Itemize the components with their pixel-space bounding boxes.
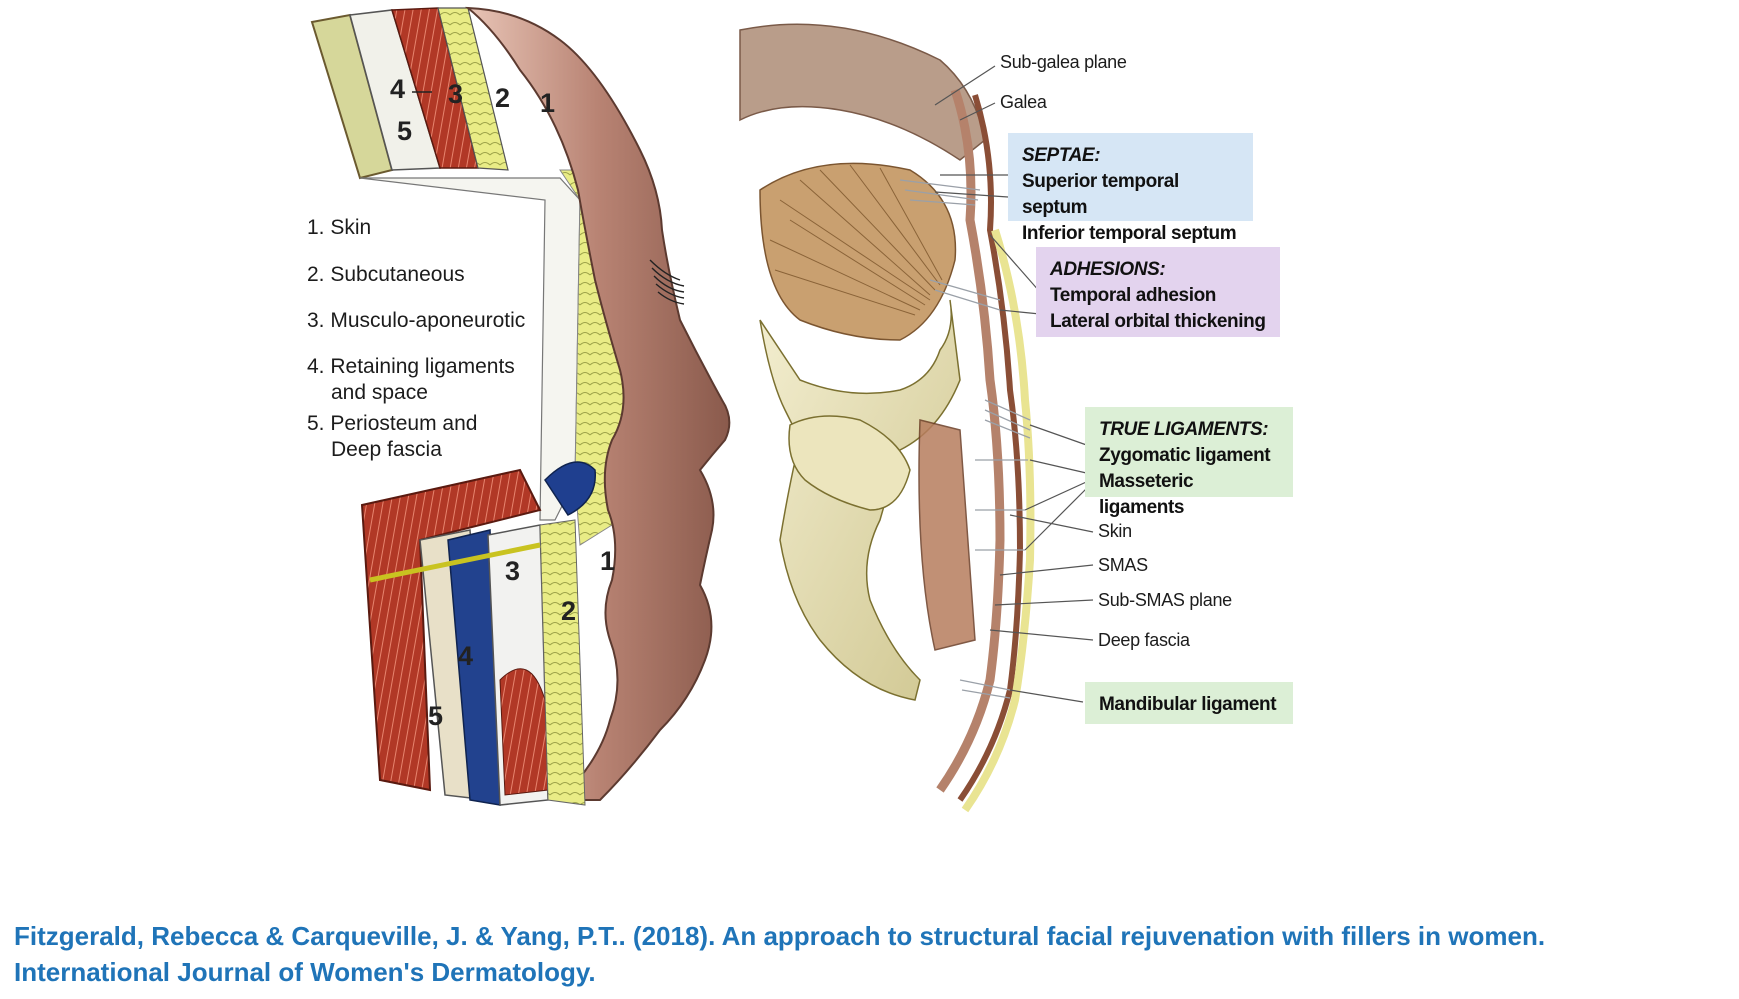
temporal-muscle-fibers: [769, 164, 943, 316]
vein-bulb: [544, 461, 596, 516]
layer-numbers: 1 2 3 4 5 1 2 3 4 5: [390, 74, 615, 731]
label-smas: SMAS: [1098, 555, 1148, 575]
citation-line-1: Fitzgerald, Rebecca & Carqueville, J. & …: [14, 921, 1546, 951]
layer-number-2-upper: 2: [495, 83, 510, 113]
true-ligaments-heading: TRUE LIGAMENTS:: [1099, 419, 1269, 440]
legend-item-2: 2. Subcutaneous: [307, 263, 465, 286]
masseter-muscle: [918, 419, 976, 651]
citation-caption: Fitzgerald, Rebecca & Carqueville, J. & …: [14, 918, 1734, 990]
parotid-muscle-lower: [499, 668, 549, 796]
septae-item-inferior: Inferior temporal septum: [1022, 223, 1237, 244]
true-ligaments-box: TRUE LIGAMENTS: Zygomatic ligament Masse…: [1085, 407, 1293, 518]
layer-number-5-upper: 5: [397, 116, 412, 146]
face-profile-skin: [465, 6, 731, 801]
hair-region: [739, 23, 986, 161]
septae-heading: SEPTAE:: [1022, 145, 1101, 166]
right-subcut-outline: [961, 228, 1035, 813]
right-skin-outline: [936, 88, 1005, 793]
true-ligaments-item-zygomatic: Zygomatic ligament: [1099, 445, 1271, 466]
adhesions-item-temporal: Temporal adhesion: [1050, 285, 1216, 306]
zygomatic-arch: [788, 415, 911, 511]
layer-number-4-lower: 4: [458, 641, 473, 671]
layer-number-4-upper: 4: [390, 74, 405, 104]
true-ligaments-item-masseteric: Masseteric ligaments: [1099, 471, 1194, 518]
right-smas-outline: [957, 94, 1024, 802]
layer-number-1-lower: 1: [600, 546, 615, 576]
label-sub-smas-plane: Sub-SMAS plane: [1098, 590, 1232, 610]
mandibular-ligament-label: Mandibular ligament: [1099, 694, 1277, 715]
layer-number-1-upper: 1: [540, 88, 555, 118]
legend-item-1: 1. Skin: [307, 216, 372, 239]
septae-box: SEPTAE: Superior temporal septum Inferio…: [1008, 133, 1253, 244]
label-galea: Galea: [1000, 92, 1047, 112]
leader-lines: [934, 65, 1096, 703]
septae-item-superior: Superior temporal septum: [1022, 171, 1179, 218]
adhesions-heading: ADHESIONS:: [1050, 259, 1166, 280]
layer-number-5-lower: 5: [428, 701, 443, 731]
layer-number-3-upper: 3: [448, 79, 463, 109]
layer-2-subcut-upper: [437, 7, 509, 171]
layer-2-subcut-lower: [539, 519, 586, 806]
layer-number-3-lower: 3: [505, 556, 520, 586]
jaw-layer-block: [360, 461, 596, 806]
citation-line-2: International Journal of Women's Dermato…: [14, 957, 596, 987]
layer-number-2-lower: 2: [561, 596, 576, 626]
label-skin: Skin: [1098, 521, 1132, 541]
needle: [369, 542, 541, 583]
layer-stack-column: [359, 177, 581, 521]
mandibular-ligament-box: Mandibular ligament: [1085, 682, 1293, 724]
label-sub-galea-plane: Sub-galea plane: [1000, 52, 1127, 72]
adhesions-box: ADHESIONS: Temporal adhesion Lateral orb…: [1036, 247, 1280, 337]
eyelash-detail: [649, 259, 685, 305]
legend-item-3: 3. Musculo-aponeurotic: [307, 309, 526, 332]
ligament-fibers: [899, 179, 1031, 699]
head-cross-section-illustration: [739, 23, 1035, 813]
adhesions-item-lateral-orbital: Lateral orbital thickening: [1050, 311, 1266, 332]
label-deep-fascia: Deep fascia: [1098, 630, 1190, 650]
